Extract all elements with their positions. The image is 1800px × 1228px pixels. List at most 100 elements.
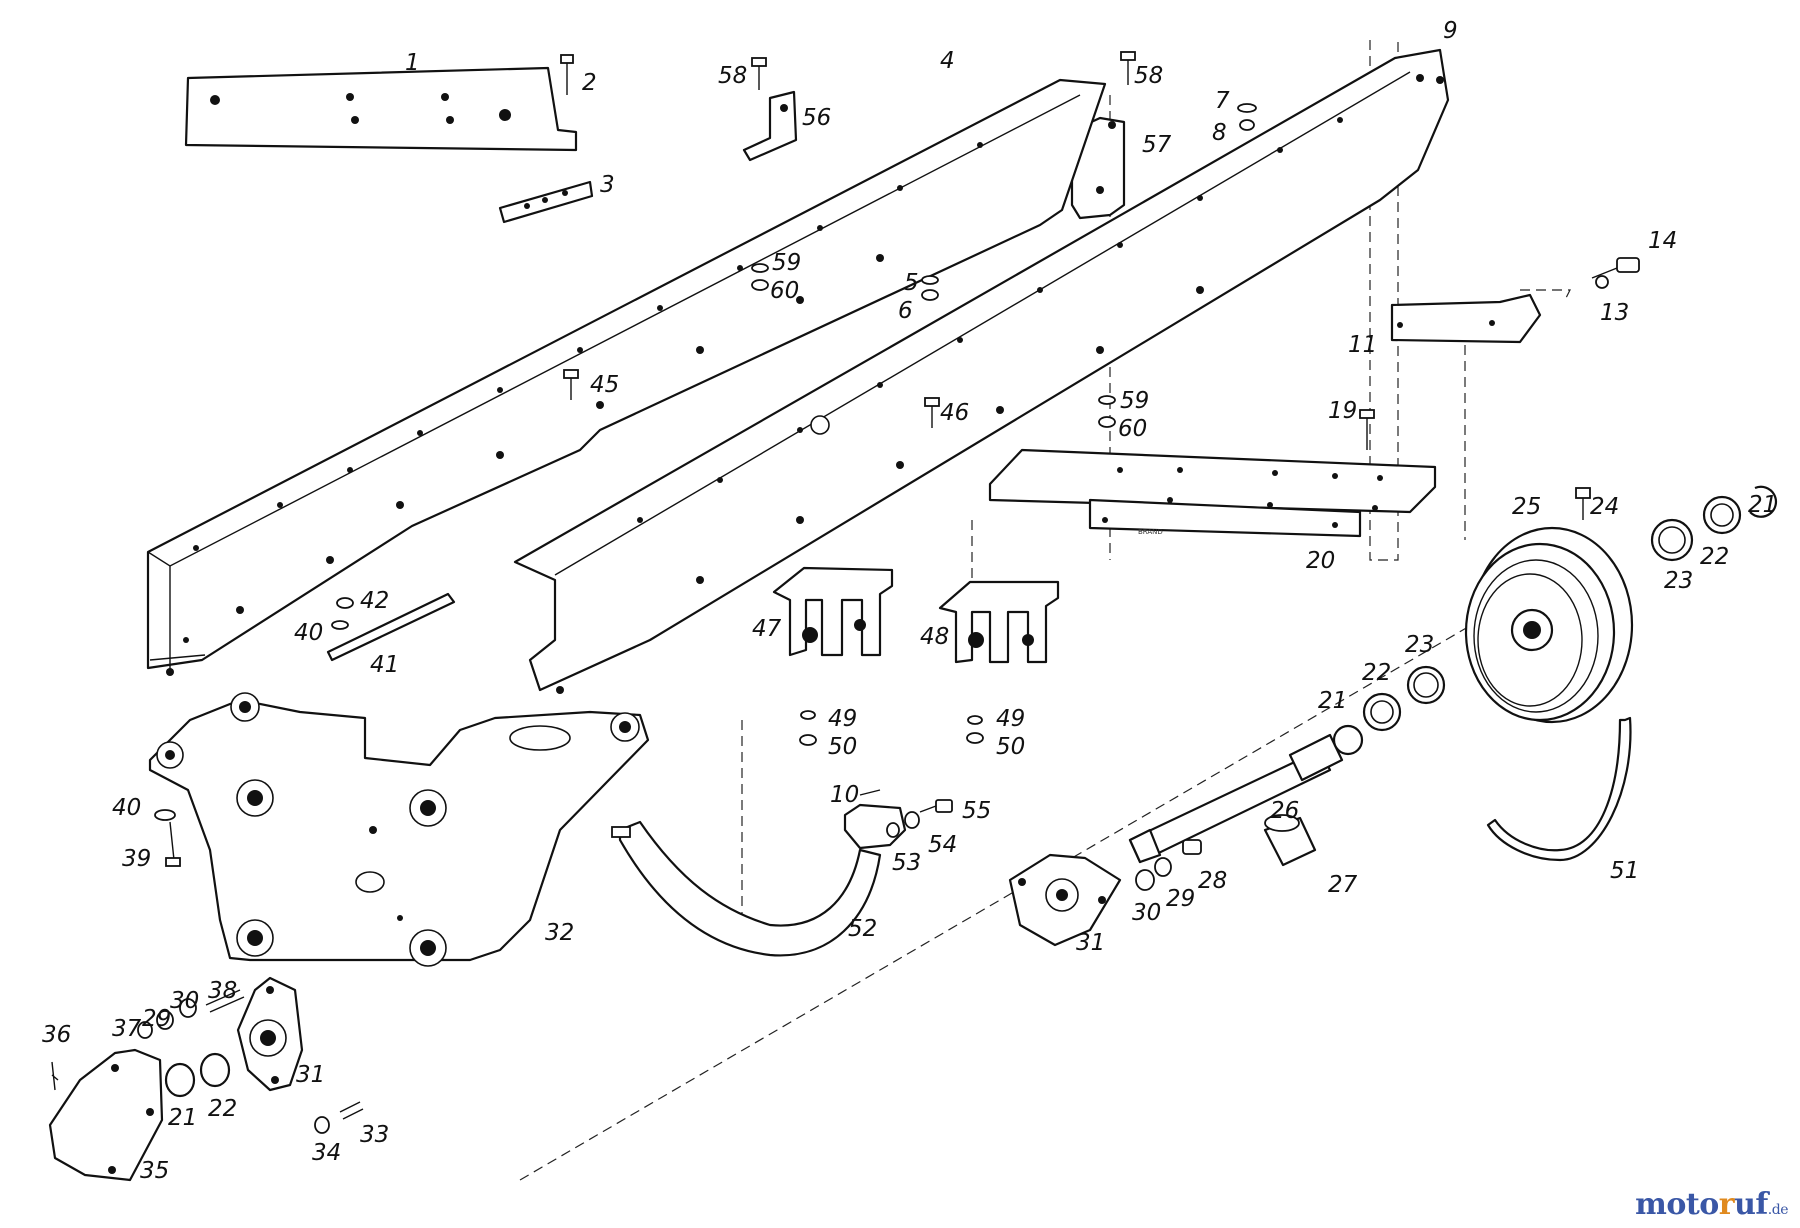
clip-36 [51, 1061, 59, 1091]
callout-p27: 27 [1328, 872, 1358, 898]
callout-p56: 56 [802, 105, 831, 131]
part-35-cover [48, 1048, 164, 1182]
callout-p49b: 49 [996, 706, 1025, 732]
callout-p3: 3 [600, 172, 615, 198]
callout-p53: 53 [892, 850, 921, 876]
fasteners-28-29-30 [1135, 839, 1202, 891]
callout-p21b: 21 [1318, 688, 1347, 714]
watermark-prefix: moto [1635, 1187, 1719, 1222]
callout-p23b: 23 [1405, 632, 1434, 658]
callout-p35: 35 [140, 1158, 169, 1184]
callout-p52: 52 [848, 916, 877, 942]
callout-p58b: 58 [1134, 63, 1163, 89]
callout-p34: 34 [312, 1140, 341, 1166]
callout-p54: 54 [928, 832, 957, 858]
callout-p22b: 22 [1362, 660, 1391, 686]
part-31-bearing-flange-lower [236, 976, 304, 1092]
motoruf-watermark: motoruf.de [1635, 1187, 1788, 1222]
callout-p57: 57 [1142, 132, 1172, 158]
callout-p5: 5 [904, 270, 919, 296]
watermark-tld: .de [1767, 1202, 1789, 1218]
part-3-plate [498, 180, 594, 224]
callout-p45: 45 [590, 372, 619, 398]
bolt-58-left [751, 57, 767, 90]
washers-59-60-lower [1098, 395, 1116, 428]
callout-p38: 38 [208, 978, 237, 1004]
callout-p20: 20 [1306, 548, 1335, 574]
part-10-clamp [843, 789, 907, 850]
callout-p28: 28 [1198, 868, 1227, 894]
callout-p29b: 29 [142, 1006, 171, 1032]
callout-p29a: 29 [1166, 886, 1195, 912]
callout-p1: 1 [405, 50, 420, 76]
callout-p33: 33 [360, 1122, 389, 1148]
callout-p21c: 21 [168, 1105, 197, 1131]
callout-p36: 36 [42, 1022, 71, 1048]
circlip-21-washers-22-23-shaft [1332, 665, 1446, 756]
part-1-mounting-plate [184, 66, 578, 152]
part-52-strap [611, 820, 882, 957]
callout-p25: 25 [1512, 494, 1541, 520]
washers-5-6 [921, 275, 939, 301]
bolt-46 [924, 397, 940, 428]
callout-p10: 10 [830, 782, 859, 808]
callout-p2: 2 [582, 70, 597, 96]
watermark-highlight: r [1718, 1187, 1735, 1222]
callout-p26: 26 [1270, 798, 1299, 824]
bolt-39-washer-40 [154, 809, 181, 867]
callout-p7: 7 [1215, 88, 1230, 114]
callout-p19: 19 [1328, 398, 1357, 424]
washer-7-nut-8 [1237, 103, 1257, 131]
callout-p23a: 23 [1664, 568, 1693, 594]
callout-p49a: 49 [828, 706, 857, 732]
fasteners-53-54-55 [886, 799, 953, 838]
callout-p47: 47 [752, 616, 782, 642]
callout-p11: 11 [1348, 332, 1377, 358]
bolt-14-washer-13 [1591, 257, 1640, 289]
callout-p59b: 59 [1120, 388, 1149, 414]
part-31-bearing-flange [1008, 853, 1122, 947]
callout-p22c: 22 [208, 1096, 237, 1122]
callout-p32: 32 [545, 920, 574, 946]
callout-p30a: 30 [1132, 900, 1161, 926]
callout-p31b: 31 [296, 1062, 325, 1088]
callout-p6: 6 [898, 298, 913, 324]
callout-p55: 55 [962, 798, 991, 824]
part-32-gearbox-housing [148, 692, 650, 967]
watermark-suffix: uf [1734, 1187, 1768, 1222]
callout-p60a: 60 [770, 278, 799, 304]
bolt-19 [1359, 409, 1375, 450]
callout-p50b: 50 [996, 734, 1025, 760]
part-56-bracket [742, 90, 798, 162]
callout-p60b: 60 [1118, 416, 1147, 442]
callout-p50a: 50 [828, 734, 857, 760]
callout-p39: 39 [122, 846, 151, 872]
callout-p8: 8 [1212, 120, 1227, 146]
callout-p14: 14 [1648, 228, 1677, 254]
callout-p4: 4 [940, 48, 955, 74]
sleeve-27 [1263, 814, 1317, 867]
part-41-strip [326, 592, 456, 662]
part-9-side-rail-right [513, 48, 1450, 694]
callout-p21a: 21 [1748, 492, 1777, 518]
callout-p30b: 30 [170, 988, 199, 1014]
part-11-bracket [1390, 293, 1542, 344]
part-48-bracket [938, 580, 1060, 664]
part-47-bracket [772, 566, 894, 657]
callout-p13: 13 [1600, 300, 1629, 326]
part-25-pulley [1464, 526, 1634, 724]
callout-p40a: 40 [294, 620, 323, 646]
callout-p41: 41 [370, 652, 399, 678]
part-4-side-rail-left [146, 78, 1107, 676]
callout-p9: 9 [1443, 18, 1458, 44]
shaft-26 [1128, 733, 1344, 864]
stud-38 [205, 989, 245, 1013]
callout-p58a: 58 [718, 63, 747, 89]
brand-stamp: BRAND [1138, 528, 1163, 536]
bolt-2 [560, 54, 574, 95]
washers-37-29-30-21-22 [137, 998, 231, 1098]
washers-21-22-23-right [1650, 485, 1777, 562]
